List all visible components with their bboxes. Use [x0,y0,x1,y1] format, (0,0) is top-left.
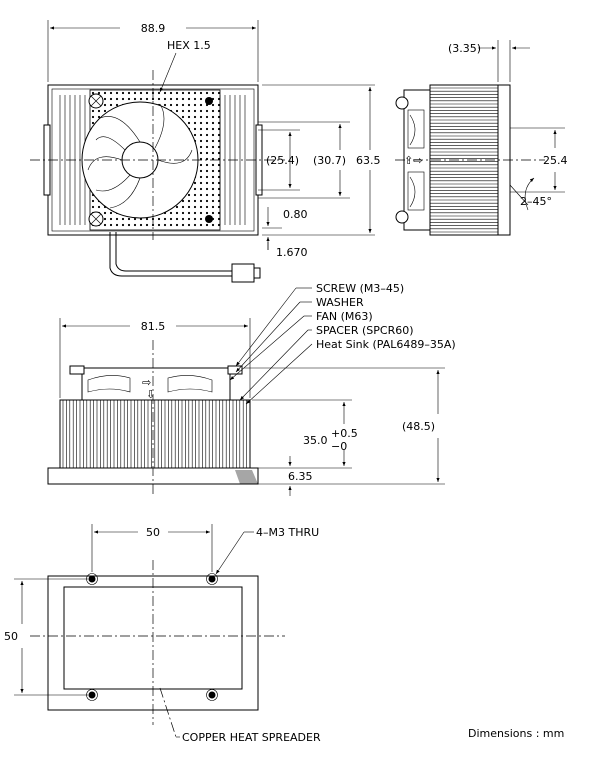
spreader-label: COPPER HEAT SPREADER [182,731,321,744]
dim-0-80: 0.80 [283,208,308,221]
dim-30-7: (30.7) [313,154,346,167]
front-heatsink-fins [62,400,247,468]
mount-hole-icons [86,573,218,701]
callout-heatsink: Heat Sink (PAL6489–35A) [316,338,456,351]
side-heatsink-fins [430,87,498,233]
fan-blades [87,103,193,209]
front-airflow-icon: ⇨ [142,376,151,389]
callout-washer: WASHER [316,296,364,309]
top-view: 88.9 HEX 1.5 (25.4) (30.7) 63.5 0.80 1.6… [30,20,381,283]
dim-3-35: (3.35) [448,42,481,55]
screw-icons [88,93,213,227]
dim-48-5: (48.5) [402,420,435,433]
dim-front-width: 81.5 [141,320,166,333]
dim-bottom-width: 50 [146,526,160,539]
dim-35-0: 35.0 [303,434,328,447]
tol-plus: +0.5 [331,427,358,440]
dim-1-670: 1.670 [276,246,308,259]
side-view: ⇧⇨ (3.35) 25.4 2–45° [395,40,568,236]
tol-minus: −0 [331,440,347,453]
front-fan-box [81,367,231,401]
callout-spacer: SPACER (SPCR60) [316,324,414,337]
airflow-arrow-icon: ⇧⇨ [404,154,422,167]
dim-25-4: (25.4) [266,154,299,167]
part-callouts: SCREW (M3–45) WASHER FAN (M63) SPACER (S… [229,282,456,405]
side-dim-25-4: 25.4 [543,154,568,167]
dim-6-35: 6.35 [288,470,313,483]
front-airflow-down-icon: ⇩ [146,388,155,401]
front-view: ⇨ ⇩ 81.5 SCREW (M3–45) WASHER FAN (M63) … [47,282,456,496]
cable-connector [231,263,255,283]
units-note: Dimensions : mm [468,727,564,740]
holes-label: 4–M3 THRU [256,526,319,539]
callout-fan: FAN (M63) [316,310,373,323]
dim-bottom-height: 50 [4,630,18,643]
hex-label: HEX 1.5 [167,39,211,52]
bottom-view: 50 50 4–M3 THRU COPPER HEAT SPREADER [4,524,321,744]
callout-screw: SCREW (M3–45) [316,282,404,295]
fan-cable [109,232,232,277]
dim-top-width: 88.9 [141,22,166,35]
dim-top-height: 63.5 [356,154,381,167]
angle-label: 2–45° [520,195,552,208]
